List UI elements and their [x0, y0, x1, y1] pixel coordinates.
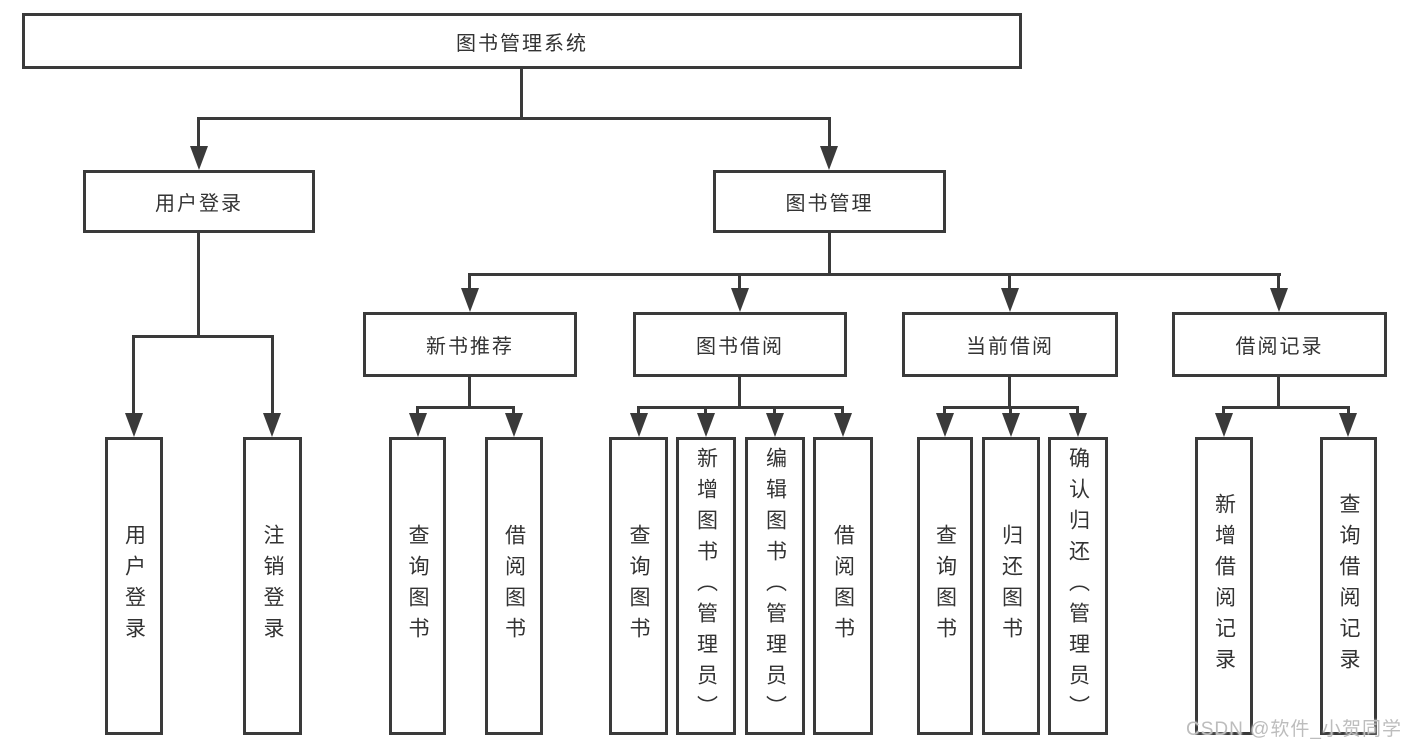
leaf-return-book: 归还图书	[982, 437, 1040, 735]
arrow-down-icon	[461, 288, 479, 312]
leaf-query-book-borrow: 查询图书	[609, 437, 668, 735]
leaf-edit-book-admin: 编辑图书（管理员）	[745, 437, 805, 735]
connector-drop-leaf-logout	[271, 335, 274, 413]
node-book-borrow-label: 图书借阅	[696, 336, 784, 358]
leaf-return-book-label: 归还图书	[999, 524, 1023, 648]
connector-drop-book-mgmt	[828, 117, 831, 146]
arrow-down-icon	[505, 413, 523, 437]
connector-book-borrow-stem	[738, 377, 741, 406]
leaf-confirm-return-admin: 确认归还（管理员）	[1048, 437, 1108, 735]
connector-drop	[773, 406, 776, 413]
connector-drop	[841, 406, 844, 413]
arrow-down-icon	[409, 413, 427, 437]
arrow-down-icon	[1339, 413, 1357, 437]
node-borrow-record: 借阅记录	[1172, 312, 1387, 377]
arrow-down-icon	[263, 413, 281, 437]
csdn-watermark: CSDN @软件_小贺同学	[1186, 719, 1402, 740]
connector-book-mgmt-stem	[828, 233, 831, 273]
node-current-borrow-label: 当前借阅	[966, 336, 1054, 358]
connector-drop-leaf-login	[132, 335, 135, 413]
arrow-down-icon	[630, 413, 648, 437]
arrow-down-icon	[1215, 413, 1233, 437]
arrow-down-icon	[1002, 413, 1020, 437]
node-borrow-record-label: 借阅记录	[1235, 336, 1324, 358]
connector-book-borrow-split	[637, 406, 844, 409]
connector-drop-new-book	[468, 273, 471, 288]
node-book-borrow: 图书借阅	[633, 312, 847, 377]
leaf-query-borrow-record: 查询借阅记录	[1320, 437, 1377, 735]
connector-drop	[704, 406, 707, 413]
arrow-down-icon	[697, 413, 715, 437]
connector-drop-user-login	[197, 117, 200, 146]
connector-borrow-record-split	[1222, 406, 1350, 409]
leaf-query-book-recommend: 查询图书	[389, 437, 446, 735]
node-root-label: 图书管理系统	[456, 32, 588, 55]
leaf-borrow-book: 借阅图书	[813, 437, 873, 735]
arrow-down-icon	[1001, 288, 1019, 312]
arrow-down-icon	[1270, 288, 1288, 312]
connector-drop	[1222, 406, 1225, 413]
connector-drop	[416, 406, 419, 413]
leaf-confirm-return-admin-label: 确认归还（管理员）	[1066, 446, 1090, 726]
leaf-query-book-borrow-label: 查询图书	[627, 524, 650, 648]
leaf-borrow-book-label: 借阅图书	[831, 524, 855, 648]
node-root-library-system: 图书管理系统	[22, 13, 1022, 69]
leaf-query-book-recommend-label: 查询图书	[406, 524, 429, 648]
connector-drop	[637, 406, 640, 413]
connector-book-mgmt-split	[468, 273, 1281, 276]
connector-root-split	[197, 117, 831, 120]
connector-user-login-stem	[197, 233, 200, 335]
node-new-book-recommend-label: 新书推荐	[426, 336, 514, 358]
connector-new-book-stem	[468, 377, 471, 406]
connector-root-stem	[520, 69, 523, 117]
connector-user-login-split	[132, 335, 273, 338]
connector-drop-record	[1277, 273, 1280, 288]
leaf-borrow-book-recommend-label: 借阅图书	[502, 524, 526, 648]
connector-drop	[1009, 406, 1012, 413]
connector-borrow-record-stem	[1277, 377, 1280, 406]
node-book-management: 图书管理	[713, 170, 946, 233]
arrow-down-icon	[820, 146, 838, 170]
arrow-down-icon	[190, 146, 208, 170]
arrow-down-icon	[766, 413, 784, 437]
connector-drop	[1076, 406, 1079, 413]
arrow-down-icon	[1069, 413, 1087, 437]
node-user-login-label: 用户登录	[155, 193, 243, 215]
connector-drop-current	[1008, 273, 1011, 288]
leaf-edit-book-admin-label: 编辑图书（管理员）	[763, 446, 787, 726]
leaf-add-borrow-record: 新增借阅记录	[1195, 437, 1253, 735]
node-book-management-label: 图书管理	[785, 193, 874, 215]
leaf-add-borrow-record-label: 新增借阅记录	[1212, 493, 1236, 679]
arrow-down-icon	[834, 413, 852, 437]
connector-drop	[1347, 406, 1350, 413]
arrow-down-icon	[936, 413, 954, 437]
leaf-logout-label: 注销登录	[261, 524, 284, 648]
leaf-add-book-admin: 新增图书（管理员）	[676, 437, 736, 735]
node-user-login: 用户登录	[83, 170, 315, 233]
connector-current-borrow-stem	[1008, 377, 1011, 406]
leaf-query-book-current-label: 查询图书	[933, 524, 957, 648]
leaf-borrow-book-recommend: 借阅图书	[485, 437, 543, 735]
node-new-book-recommend: 新书推荐	[363, 312, 577, 377]
connector-drop	[512, 406, 515, 413]
arrow-down-icon	[125, 413, 143, 437]
leaf-user-login-label: 用户登录	[122, 524, 146, 648]
leaf-logout: 注销登录	[243, 437, 302, 735]
node-current-borrow: 当前借阅	[902, 312, 1118, 377]
connector-drop	[943, 406, 946, 413]
connector-new-book-split	[416, 406, 514, 409]
arrow-down-icon	[731, 288, 749, 312]
leaf-query-book-current: 查询图书	[917, 437, 973, 735]
connector-drop-borrow	[738, 273, 741, 288]
leaf-query-borrow-record-label: 查询借阅记录	[1337, 493, 1360, 679]
leaf-user-login: 用户登录	[105, 437, 163, 735]
leaf-add-book-admin-label: 新增图书（管理员）	[694, 446, 718, 726]
